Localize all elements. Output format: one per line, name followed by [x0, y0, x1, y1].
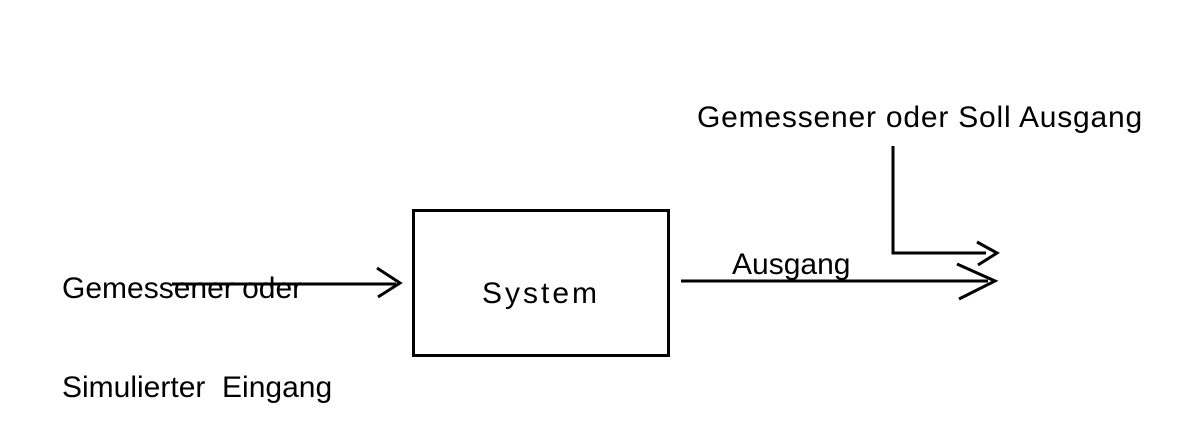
- input-label-line1: Gemessener oder: [62, 272, 303, 305]
- output-arrow-head: [956, 262, 999, 301]
- input-arrow: [172, 266, 403, 299]
- system-box: [412, 209, 670, 357]
- input-label: Gemessener oder Simulierter Eingang: [62, 206, 332, 429]
- system-label: System: [481, 277, 601, 310]
- output-label: Ausgang: [732, 248, 851, 281]
- reference-arrow-shaft: [891, 146, 986, 255]
- reference-output-arrow: [891, 146, 1000, 267]
- reference-output-label: Gemessener oder Soll Ausgang: [697, 101, 1143, 134]
- input-label-line2: Simulierter Eingang: [62, 371, 333, 404]
- input-arrow-head: [376, 266, 403, 299]
- output-arrow: [681, 262, 999, 301]
- reference-arrow-head: [976, 240, 1000, 267]
